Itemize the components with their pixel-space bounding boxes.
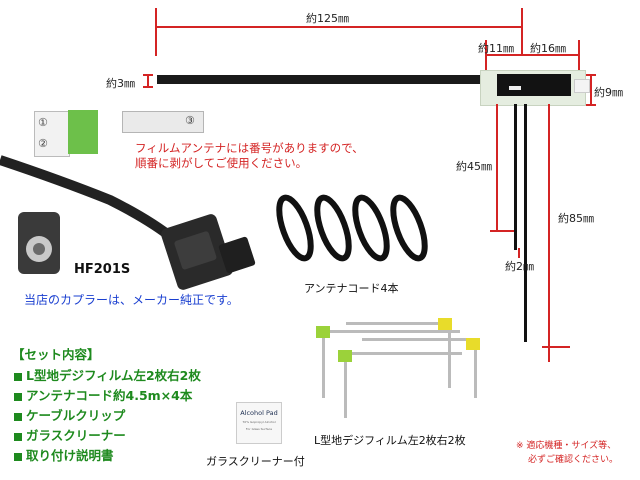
dim-tick-2 (518, 248, 520, 258)
set-item: ケーブルクリップ (14, 405, 125, 424)
l-film-5-horizontal (352, 352, 462, 355)
alcohol-pad: Alcohol Pad 70% Isopropyl Alcohol For Gl… (236, 402, 282, 444)
dim-tick-9-top (586, 74, 596, 76)
dim-tick-85 (542, 346, 570, 348)
connector-model: HF201S (74, 262, 131, 277)
l-film-caption: L型地デジフィルム左2枚右2枚 (314, 434, 466, 447)
dim-label-85: 約85㎜ (558, 212, 594, 225)
l-film-4-vertical (474, 350, 477, 398)
element-vertical-85 (524, 104, 527, 342)
antenna-cord-caption: アンテナコード4本 (304, 282, 399, 295)
l-film-2-tab (338, 350, 352, 362)
l-film-2-vertical (344, 362, 347, 418)
set-item-label: 取り付け説明書 (26, 448, 114, 463)
dim-line-125 (156, 26, 522, 28)
dim-line-3 (147, 74, 149, 88)
dim-line-11 (486, 54, 522, 56)
l-film-3-vertical (448, 330, 451, 388)
element-vertical-45 (514, 104, 517, 250)
dim-line-9 (590, 74, 592, 106)
connector-cable-illustration (0, 155, 256, 290)
sticker-number-2: ② (38, 137, 48, 150)
set-item: L型地デジフィルム左2枚右2枚 (14, 365, 201, 384)
film-antenna-gap (509, 86, 521, 90)
film-antenna-tab (574, 79, 590, 93)
dim-label-2: 約2㎜ (505, 260, 534, 273)
set-item: 取り付け説明書 (14, 445, 114, 464)
dim-tick-16 (578, 40, 580, 70)
dim-line-16 (523, 54, 579, 56)
dim-tick-45 (490, 230, 514, 232)
bullet-square-icon (14, 452, 22, 461)
alcohol-pad-title: Alcohol Pad (240, 409, 278, 417)
dim-tick-3-bottom (143, 86, 153, 88)
set-item-label: アンテナコード約4.5m×4本 (26, 388, 193, 403)
dim-tick-left (155, 8, 157, 56)
set-contents-heading: 【セット内容】 (12, 347, 100, 362)
alcohol-pad-line2: For Glass Surface (245, 427, 273, 431)
sticker-number-1: ① (38, 116, 48, 129)
dim-tick-right (521, 8, 523, 56)
l-film-4-tab (466, 338, 480, 350)
sticker-sheet (34, 111, 70, 157)
bullet-square-icon (14, 432, 22, 441)
bullet-square-icon (14, 412, 22, 421)
l-film-1-horizontal (346, 322, 446, 325)
dim-label-45: 約45㎜ (456, 160, 492, 173)
warning-line1: ※ 適応機種・サイズ等、 (516, 441, 617, 451)
bullet-square-icon (14, 392, 22, 401)
set-item-label: L型地デジフィルム左2枚右2枚 (26, 368, 201, 383)
film-antenna-pad (497, 74, 571, 96)
l-film-3-tab (438, 318, 452, 330)
bullet-square-icon (14, 372, 22, 381)
film-antenna-strip (157, 75, 520, 84)
set-item: アンテナコード約4.5m×4本 (14, 385, 192, 404)
film-strip-3 (122, 111, 204, 133)
warning-line2: 必ずご確認ください。 (528, 455, 619, 465)
set-item: ガラスクリーナー (14, 425, 126, 444)
dim-line-85 (548, 104, 550, 362)
film-notice-line2: 順番に剥がしてご使用ください。 (135, 156, 308, 170)
dim-tick-9-bottom (586, 104, 596, 106)
set-item-label: ガラスクリーナー (26, 428, 126, 443)
sticker-number-3: ③ (185, 114, 195, 127)
connector-note: 当店のカプラーは、メーカー純正です。 (24, 293, 239, 307)
dim-label-3: 約3㎜ (106, 77, 135, 90)
l-film-1-tab (316, 326, 330, 338)
green-film-tab (68, 110, 98, 154)
film-notice-line1: フィルムアンテナには番号がありますので、 (135, 141, 364, 155)
dim-line-45 (496, 104, 498, 232)
l-film-2-horizontal (330, 330, 460, 333)
set-item-label: ケーブルクリップ (26, 408, 126, 423)
connector-pin (33, 243, 45, 255)
alcohol-pad-line1: 70% Isopropyl Alcohol (242, 420, 276, 424)
dim-label-9: 約9㎜ (594, 86, 623, 99)
dim-label-11: 約11㎜ (478, 42, 514, 55)
antenna-cords-illustration (276, 194, 428, 262)
dim-label-125: 約125㎜ (306, 12, 349, 25)
glass-cleaner-caption: ガラスクリーナー付 (206, 455, 305, 468)
l-film-4-horizontal (362, 338, 472, 341)
dim-label-16: 約16㎜ (530, 42, 566, 55)
l-film-1-vertical (322, 338, 325, 398)
